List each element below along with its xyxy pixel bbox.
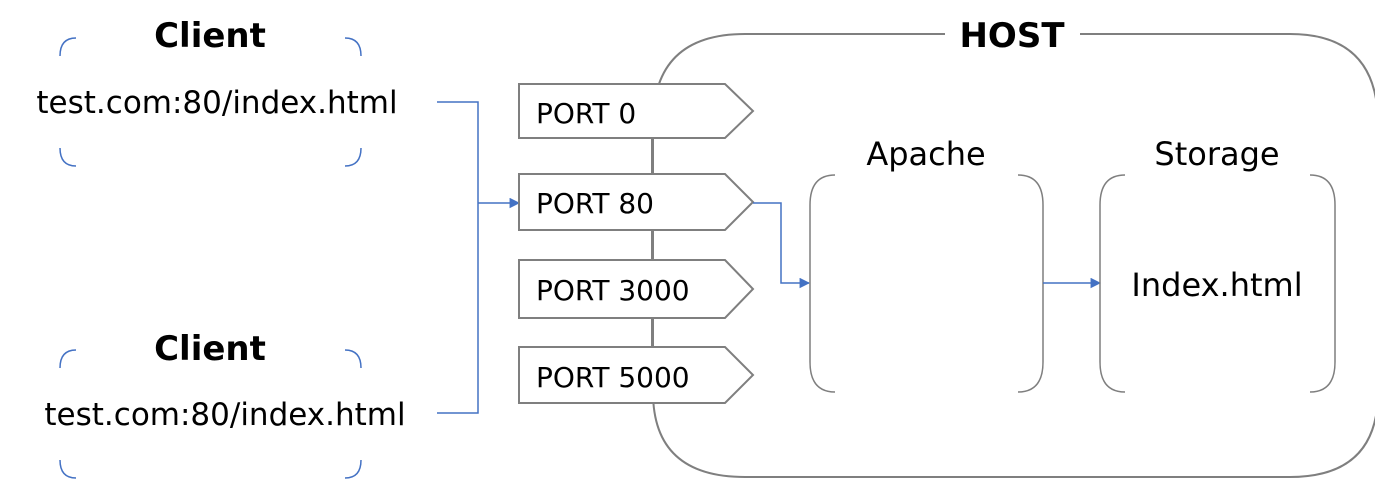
port-tag-80 [518,173,755,231]
client-url-2: test.com:80/index.html [44,397,405,433]
port-3000: PORT 3000 [518,259,755,319]
client-url-1: test.com:80/index.html [36,85,397,121]
client-connectors [437,101,521,414]
port-label-5000: PORT 5000 [536,361,690,394]
port-tag-0 [518,83,755,139]
port-label-0: PORT 0 [536,97,636,130]
bracket-left-1 [59,37,77,167]
storage-bracket-left [1099,174,1126,393]
port-label-80: PORT 80 [536,187,654,220]
apache-bracket-left [809,174,836,393]
bracket-left-2 [59,349,77,479]
port-80: PORT 80 [518,173,755,231]
client-title-1: Client [154,16,266,56]
client-title-2: Client [154,329,266,369]
apache-box: Apache [809,135,1044,393]
client-group-2: Client test.com:80/index.html [44,329,406,479]
port-tag-5000 [518,346,755,404]
storage-file: Index.html [1131,266,1302,304]
bracket-right-1 [344,37,362,167]
bracket-right-2 [344,349,362,479]
port-label-3000: PORT 3000 [536,274,690,307]
host-title: HOST [959,16,1065,56]
connector-client-1 [437,101,479,203]
apache-title: Apache [866,135,985,173]
client-group-1: Client test.com:80/index.html [36,16,398,167]
host-outline [652,33,1375,478]
port-5000: PORT 5000 [518,346,755,404]
storage-title: Storage [1154,135,1279,173]
storage-bracket-right [1309,174,1336,393]
host-container: HOST [652,16,1375,478]
storage-box: Storage Index.html [1099,135,1336,393]
port-tag-3000 [518,259,755,319]
connector-client-2 [437,203,479,414]
connector-port80-apache [753,202,811,289]
apache-bracket-right [1017,174,1044,393]
port-0: PORT 0 [518,83,755,139]
